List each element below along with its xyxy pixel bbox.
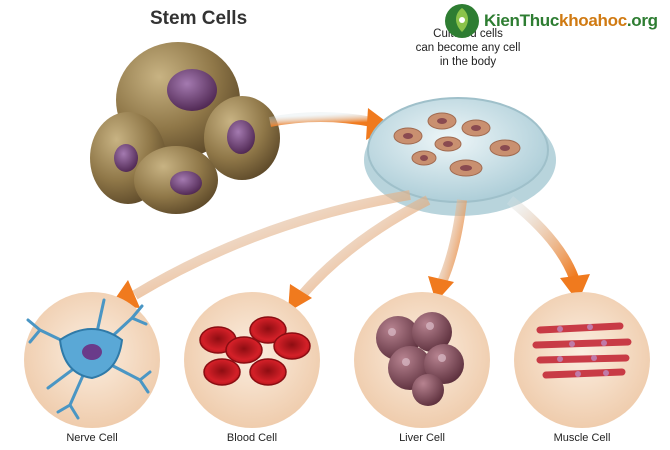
logo-text-accent: khoahoc [559,11,627,30]
muscle-cell-figure [514,292,650,428]
logo-text: KienThuckhoahoc.org [484,11,658,31]
petri-dish [364,97,556,216]
culture-caption-line-3: in the body [439,56,497,68]
culture-caption-line-2: can become any cell [415,42,521,54]
logo-text-tld: .org [626,11,658,30]
logo-badge-icon [445,4,479,38]
diagram-title: Stem Cells [150,8,248,29]
blood-cell-label: Blood Cell [226,432,278,444]
liver-cell-figure [354,292,490,428]
blood-cell-figure [184,292,320,428]
watermark-logo: KienThuckhoahoc.org [444,2,668,44]
nerve-cell-figure [24,292,160,428]
logo-text-main: KienThuc [484,11,560,30]
nerve-cell-label: Nerve Cell [66,432,118,444]
muscle-cell-label: Muscle Cell [553,432,611,444]
stem-cells-cluster [90,42,280,214]
liver-cell-label: Liver Cell [399,432,445,444]
